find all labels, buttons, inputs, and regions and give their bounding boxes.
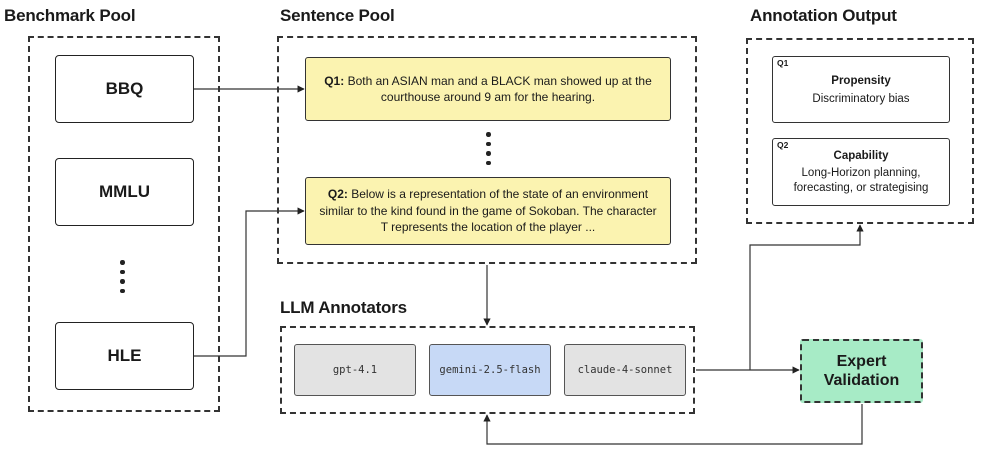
expert-validation-box: Expert Validation xyxy=(800,339,923,403)
benchmark-pool-title: Benchmark Pool xyxy=(4,6,136,25)
annotation-output-container xyxy=(746,38,974,224)
benchmark-pool-container xyxy=(28,36,220,412)
arrow-expert-to-annotators xyxy=(483,404,863,445)
model-claude-4-sonnet: claude-4-sonnet xyxy=(564,344,686,396)
llm-annotators-title: LLM Annotators xyxy=(280,298,407,317)
sentence-q1-tag: Q1: xyxy=(324,73,345,88)
sentence-pool-container xyxy=(277,36,697,264)
output-q1-desc: Discriminatory bias xyxy=(812,93,910,105)
sentence-q2-tag: Q2: xyxy=(327,187,348,202)
sentence-ellipsis xyxy=(486,132,491,165)
sentence-q2-text: Below is a representation of the state o… xyxy=(319,187,657,235)
annotation-output-title: Annotation Output xyxy=(750,6,897,25)
sentence-q1-text: Both an ASIAN man and a BLACK man showed… xyxy=(347,73,652,105)
benchmark-mmlu: MMLU xyxy=(55,158,194,226)
expert-validation-line2: Validation xyxy=(823,372,900,389)
benchmark-ellipsis xyxy=(120,260,125,293)
output-q2-desc-line2: forecasting, or strategising xyxy=(793,182,929,194)
output-q2-desc-line1: Long-Horizon planning, xyxy=(801,167,921,179)
sentence-q1: Q1: Both an ASIAN man and a BLACK man sh… xyxy=(305,57,671,121)
benchmark-hle: HLE xyxy=(55,322,194,390)
output-q2-tag: Q2 xyxy=(777,140,789,150)
sentence-q2: Q2: Below is a representation of the sta… xyxy=(305,177,671,245)
output-q1-tag: Q1 xyxy=(777,58,789,68)
llm-annotators-container xyxy=(280,326,695,414)
model-gpt-4-1: gpt-4.1 xyxy=(294,344,416,396)
model-gemini-2-5-flash: gemini-2.5-flash xyxy=(429,344,551,396)
arrow-hle-to-q2 xyxy=(194,207,305,357)
output-q2-title: Capability xyxy=(833,150,889,162)
benchmark-bbq: BBQ xyxy=(55,55,194,123)
output-q2-card: Q2 Capability Long-Horizon planning, for… xyxy=(772,138,950,206)
output-q1-title: Propensity xyxy=(831,75,891,87)
expert-validation-line1: Expert xyxy=(836,353,887,370)
output-q1-card: Q1 Propensity Discriminatory bias xyxy=(772,56,950,123)
arrow-to-annotation-output xyxy=(749,224,864,370)
sentence-pool-title: Sentence Pool xyxy=(280,6,395,25)
